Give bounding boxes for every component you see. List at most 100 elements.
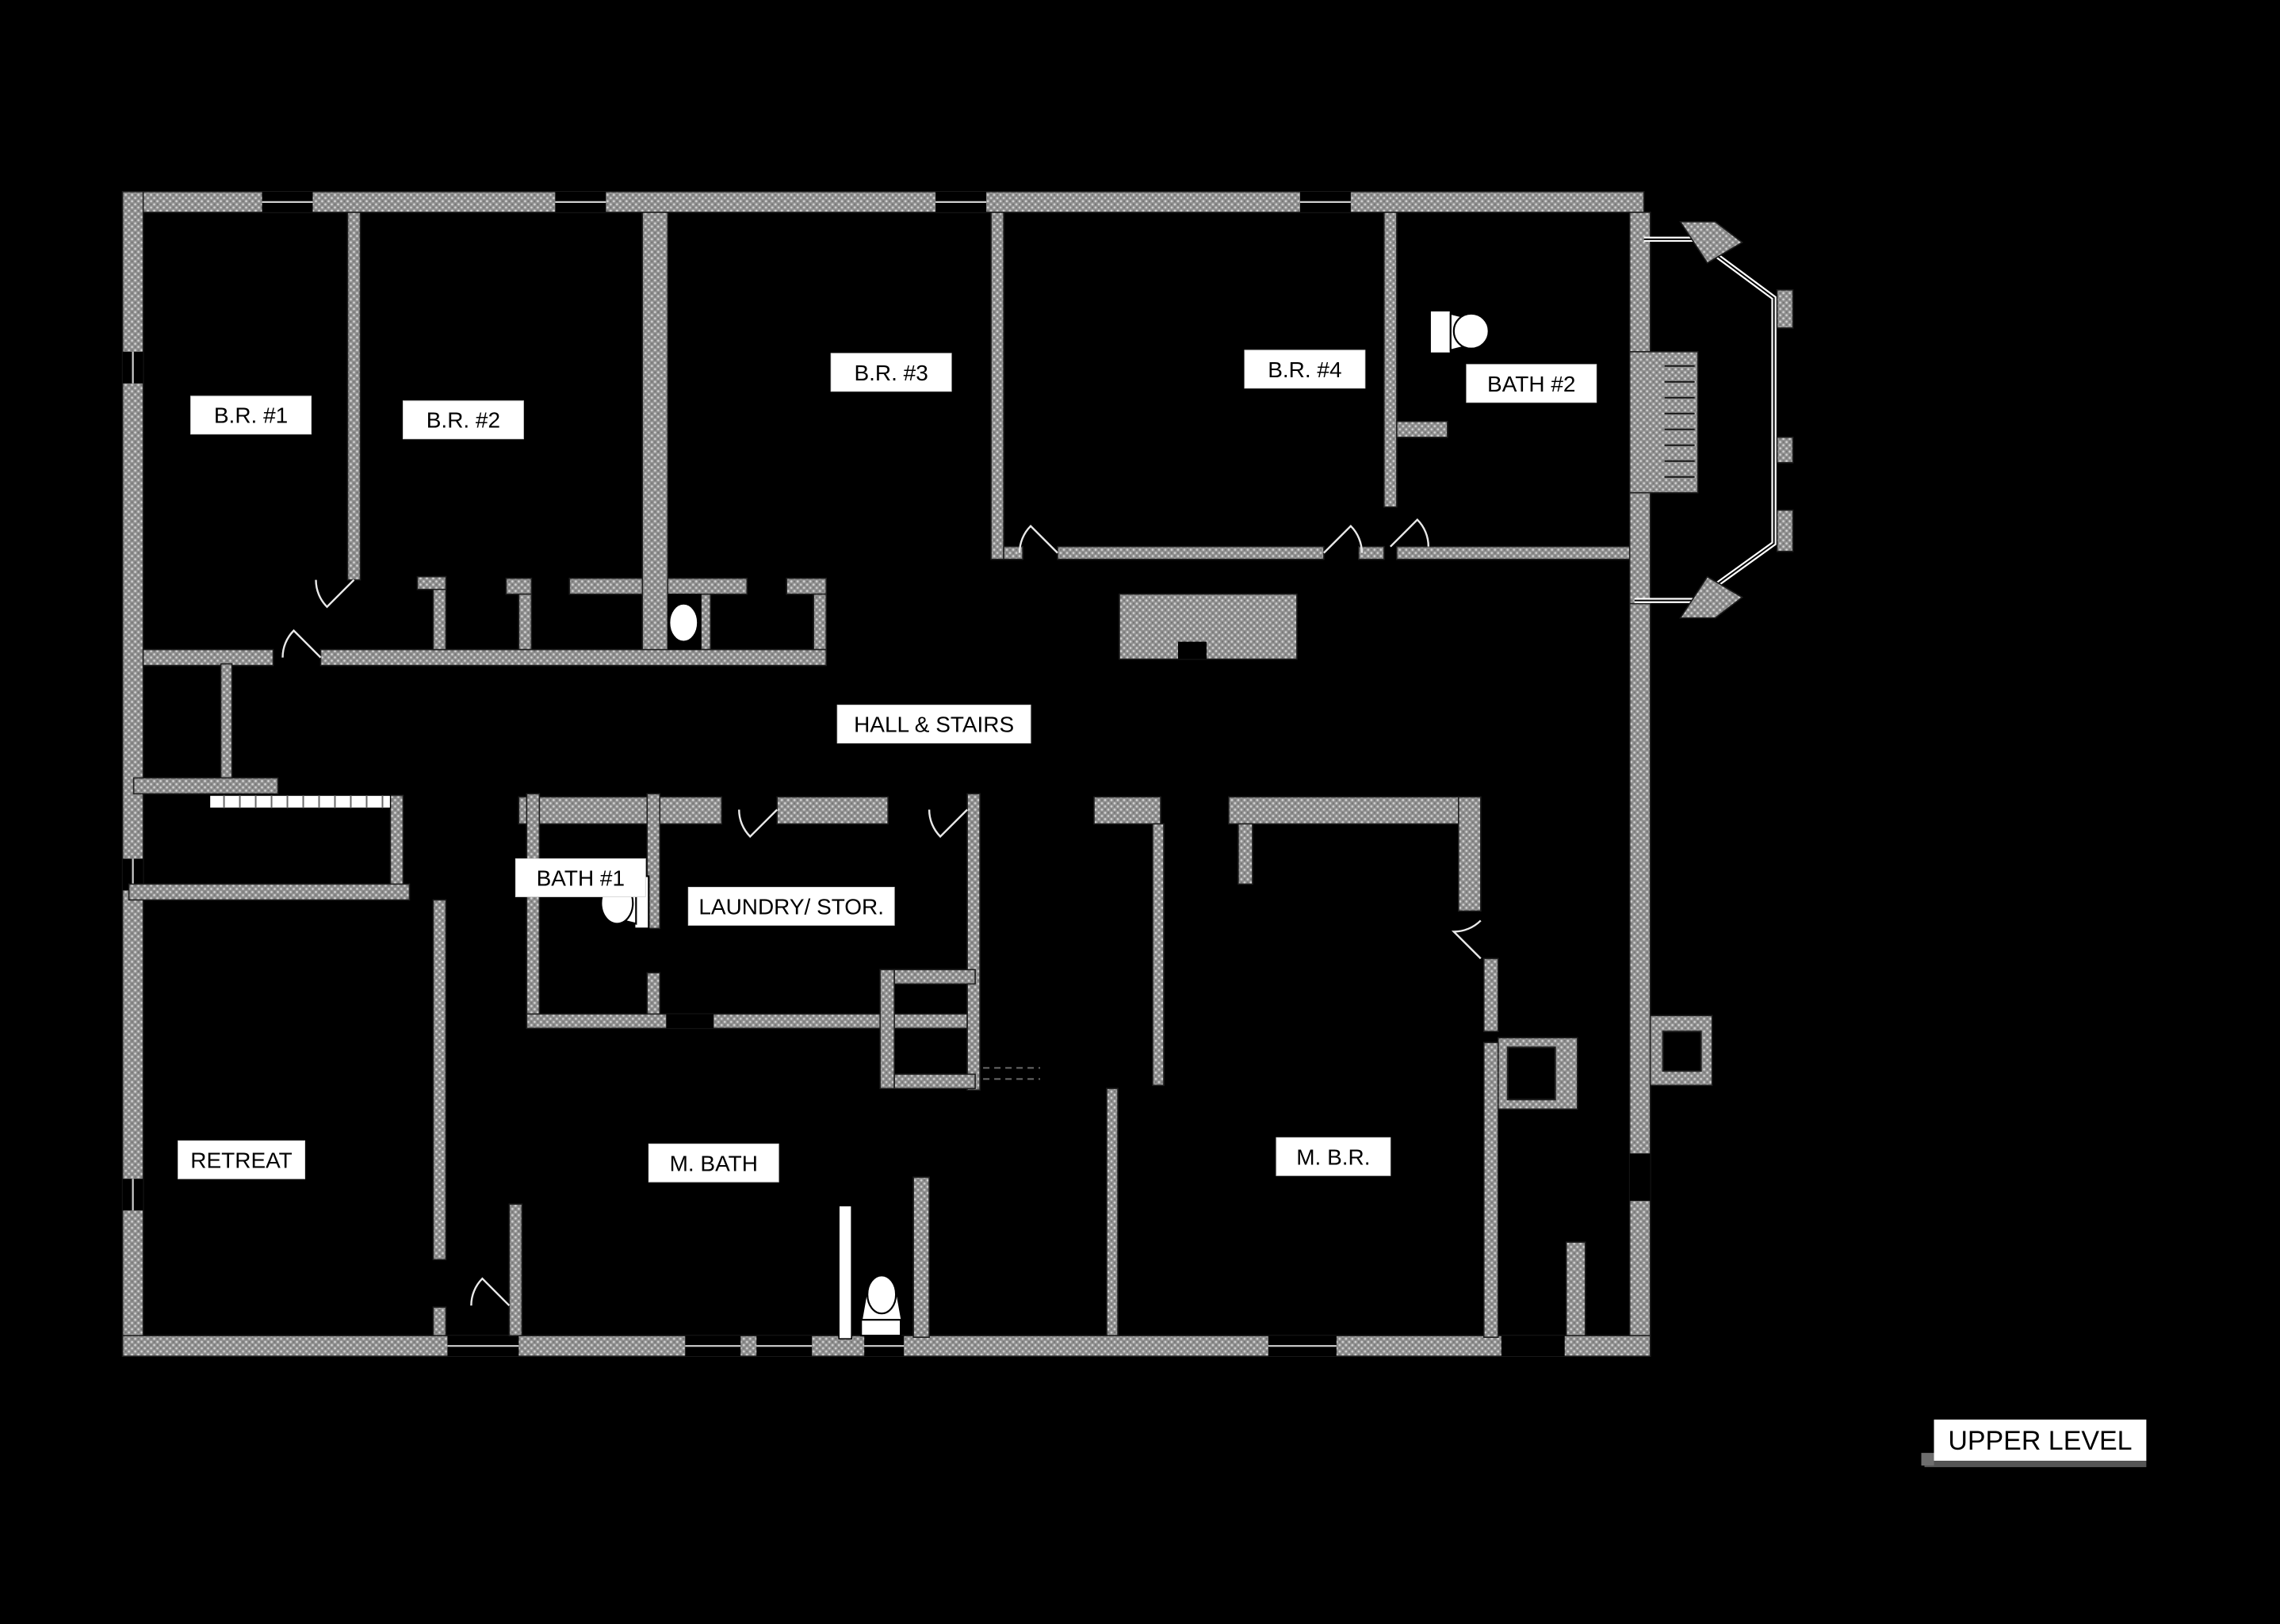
plan-title: UPPER LEVEL bbox=[1921, 1420, 2147, 1468]
room-labels: B.R. #1 B.R. #2 B.R. #3 B.R. #4 BATH #2 … bbox=[178, 350, 1597, 1183]
wall-segment bbox=[990, 212, 1004, 560]
chimney-block bbox=[1628, 350, 1699, 494]
label-bg bbox=[178, 1140, 306, 1179]
bay-pier bbox=[1776, 509, 1794, 552]
wall-segment bbox=[432, 1306, 447, 1336]
title-text: UPPER LEVEL bbox=[1948, 1426, 2132, 1456]
door-gap bbox=[1629, 1153, 1651, 1202]
wall-segment bbox=[1482, 1041, 1499, 1338]
wall-segment bbox=[1152, 823, 1165, 1087]
label-bg bbox=[1276, 1137, 1391, 1176]
title-underline bbox=[1924, 1461, 2147, 1468]
door-gap bbox=[1501, 1336, 1565, 1357]
toilet-bowl-bath2 bbox=[1452, 312, 1490, 350]
bay-pier bbox=[1776, 436, 1794, 464]
wall-segment bbox=[1565, 1241, 1586, 1336]
room-label-mbath: M. BATH bbox=[648, 1143, 779, 1183]
wall-segment bbox=[1358, 545, 1385, 560]
wall-segment bbox=[526, 793, 541, 1026]
label-text: RETREAT bbox=[190, 1148, 292, 1172]
title-bg bbox=[1934, 1420, 2147, 1462]
wall-segment bbox=[893, 1073, 976, 1090]
wall-segment bbox=[1628, 602, 1651, 1336]
toilet-tank-mbath bbox=[860, 1319, 902, 1337]
wall-segment bbox=[518, 593, 533, 651]
wall-segment bbox=[1383, 212, 1398, 508]
label-text: BATH #2 bbox=[1487, 372, 1575, 396]
wall-segment bbox=[1396, 545, 1631, 560]
stair-rail bbox=[208, 794, 392, 809]
wall-segment bbox=[121, 191, 1645, 213]
wall-segment bbox=[220, 663, 233, 779]
wall-segment bbox=[912, 1176, 930, 1338]
wall-segment bbox=[505, 577, 533, 595]
wall-segment bbox=[508, 1203, 523, 1336]
door-swing-br3 bbox=[1018, 524, 1058, 554]
exterior-openings bbox=[122, 191, 1651, 1357]
room-label-bath2: BATH #2 bbox=[1466, 364, 1597, 403]
wall-segment bbox=[893, 969, 976, 985]
title-underline-cap bbox=[1921, 1453, 1934, 1466]
door-swing-bath2 bbox=[1389, 518, 1430, 548]
label-text: LAUNDRY/ STOR. bbox=[698, 894, 884, 919]
wall-segment bbox=[966, 793, 981, 1091]
wall-segment bbox=[346, 212, 362, 581]
wall-segment bbox=[813, 593, 827, 651]
bay-window-glass-divider bbox=[1634, 238, 1775, 602]
closet-block bbox=[1119, 593, 1298, 660]
wall-segment bbox=[1238, 823, 1253, 885]
bay-corner-pier bbox=[1679, 575, 1744, 619]
interior-walls bbox=[128, 212, 1631, 1339]
wall-segment bbox=[1228, 796, 1459, 825]
wall-segment bbox=[132, 777, 279, 795]
closet-opening bbox=[1177, 641, 1207, 659]
wall-segment bbox=[432, 899, 447, 1261]
room-label-br2: B.R. #2 bbox=[402, 400, 524, 440]
wall-segment bbox=[526, 1013, 968, 1030]
wall-segment bbox=[319, 648, 827, 667]
door-swing-laundry bbox=[928, 808, 968, 839]
wall-segment bbox=[1628, 212, 1651, 353]
room-label-retreat: RETREAT bbox=[178, 1140, 306, 1179]
stair-dashes bbox=[223, 795, 384, 808]
room-label-br1: B.R. #1 bbox=[190, 395, 312, 435]
label-text: M. B.R. bbox=[1296, 1144, 1370, 1169]
wall-segment bbox=[646, 793, 661, 930]
chimney-flue bbox=[1662, 1030, 1702, 1072]
bay-window bbox=[1634, 221, 1794, 619]
door-swing-bath1 bbox=[738, 808, 778, 839]
wall-segment bbox=[1628, 491, 1651, 605]
door-swing-mbr bbox=[1451, 919, 1482, 960]
wall-segment bbox=[1003, 545, 1023, 560]
room-label-laundry: LAUNDRY/ STOR. bbox=[687, 886, 895, 926]
closet-shelf-dashes bbox=[983, 1067, 1041, 1080]
room-label-br4: B.R. #4 bbox=[1244, 350, 1366, 389]
chimney-ticks bbox=[1664, 365, 1695, 478]
door-gap bbox=[666, 1014, 714, 1029]
wall-segment bbox=[1458, 796, 1482, 912]
label-bg bbox=[515, 858, 646, 897]
wall-segment bbox=[128, 883, 411, 901]
wall-segment bbox=[389, 794, 404, 892]
pocket-door-panel bbox=[838, 1205, 852, 1339]
wall-segment bbox=[786, 577, 827, 595]
label-text: B.R. #2 bbox=[427, 408, 500, 433]
wall-segment bbox=[121, 191, 144, 1357]
wall-segment bbox=[700, 593, 712, 651]
label-text: BATH #1 bbox=[537, 865, 625, 890]
wall-segment bbox=[518, 796, 723, 825]
door-swing-br1 bbox=[315, 579, 355, 609]
toilet-tank-bath2 bbox=[1429, 309, 1452, 354]
label-text: HALL & STAIRS bbox=[854, 713, 1014, 737]
label-bg bbox=[190, 395, 312, 435]
toilet-bowl-mbath bbox=[866, 1274, 897, 1315]
doors bbox=[281, 518, 1482, 1307]
label-text: M. BATH bbox=[670, 1151, 758, 1175]
label-text: B.R. #3 bbox=[855, 361, 928, 385]
door-swing-br4 bbox=[1323, 524, 1364, 554]
room-label-br3: B.R. #3 bbox=[830, 353, 952, 392]
wall-segment bbox=[879, 969, 895, 1090]
label-bg bbox=[1466, 364, 1597, 403]
door-swing-hall-closet bbox=[281, 629, 322, 659]
